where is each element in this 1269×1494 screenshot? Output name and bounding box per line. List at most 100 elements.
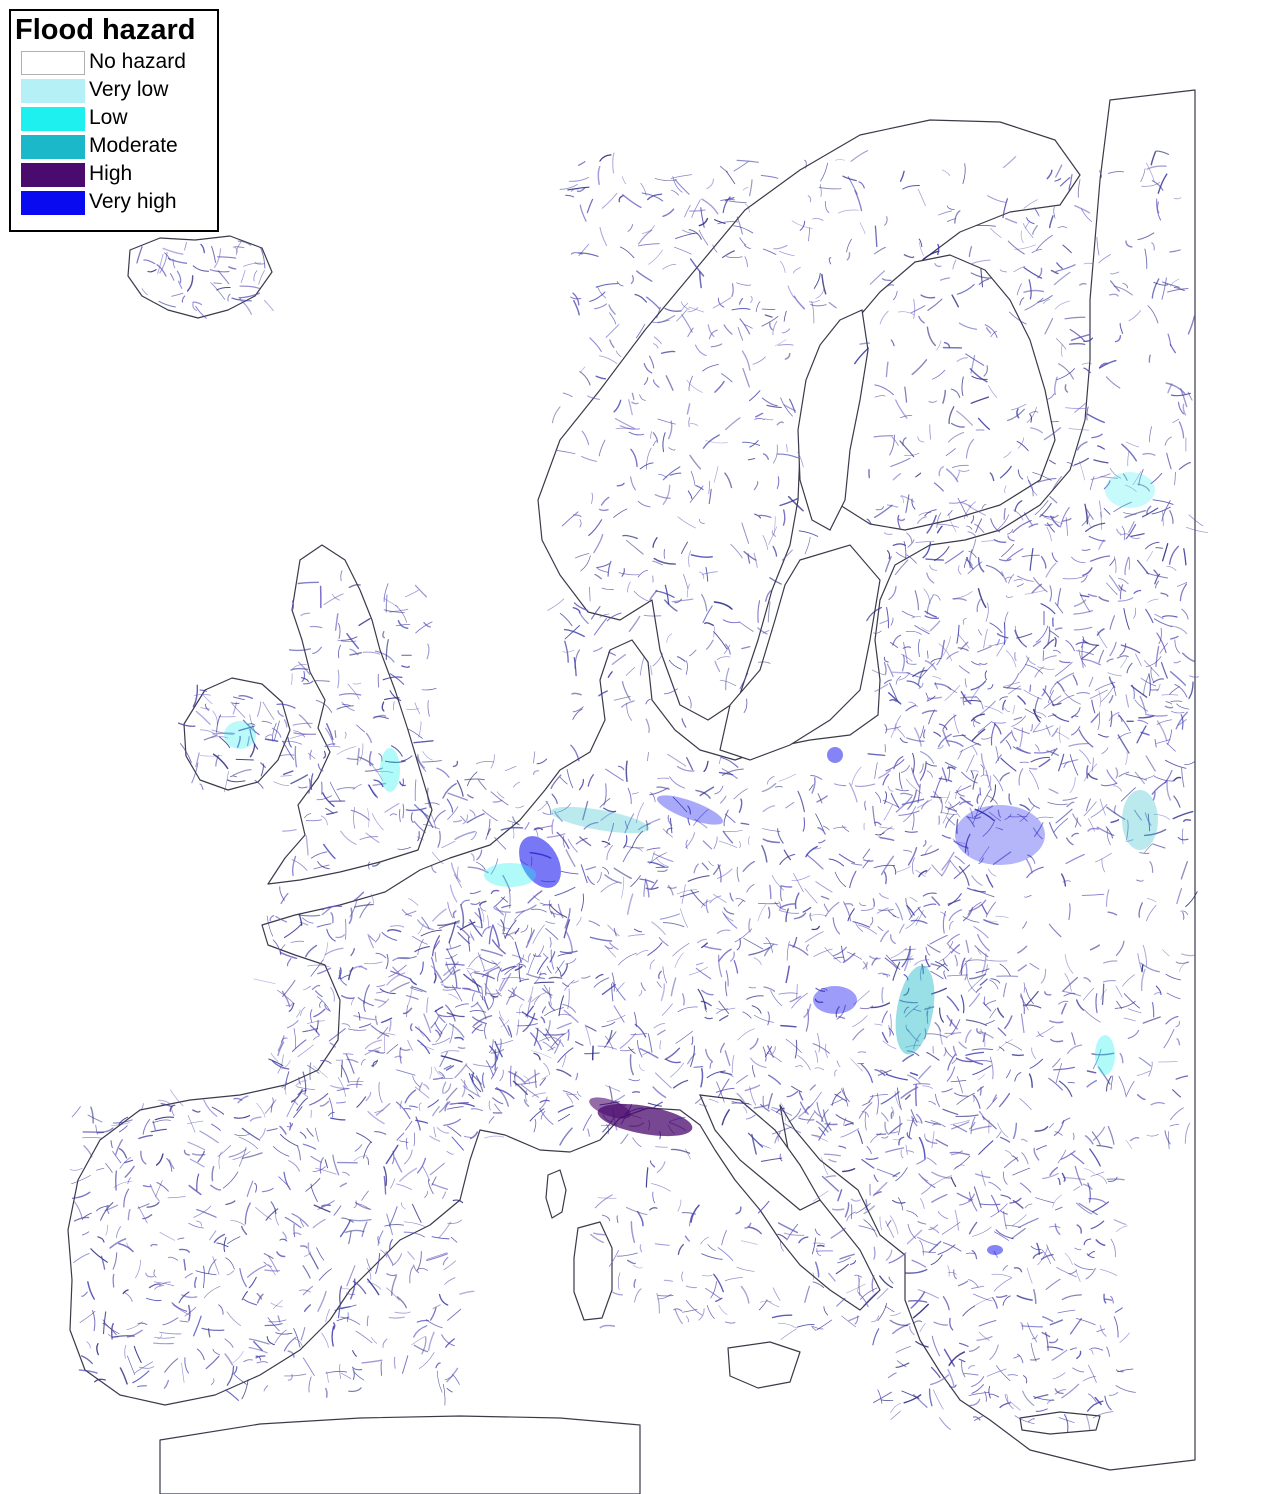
river-segment (1100, 989, 1107, 1000)
river-segment (694, 818, 708, 829)
river-segment (281, 1060, 291, 1070)
river-segment (501, 977, 525, 980)
river-segment (798, 1117, 815, 1121)
river-segment (212, 732, 236, 735)
river-segment (319, 1100, 330, 1107)
river-segment (506, 986, 518, 1005)
river-segment (873, 864, 896, 869)
river-segment (647, 1102, 663, 1107)
river-segment (1062, 244, 1072, 254)
river-segment (811, 1237, 817, 1255)
river-segment (968, 1193, 975, 1202)
river-segment (619, 1048, 634, 1052)
river-segment (533, 1118, 537, 1133)
river-segment (363, 1000, 366, 1012)
river-segment (931, 1171, 951, 1179)
river-segment (747, 553, 751, 564)
river-segment (731, 307, 751, 311)
river-segment (972, 1094, 975, 1102)
river-segment (1098, 500, 1103, 518)
river-segment (542, 812, 554, 815)
river-segment (884, 556, 892, 573)
river-segment (791, 992, 808, 1009)
river-segment (969, 807, 974, 818)
river-segment (430, 965, 444, 984)
river-segment (1137, 232, 1155, 241)
river-segment (772, 545, 778, 557)
river-segment (1069, 173, 1073, 185)
river-segment (886, 504, 899, 508)
river-segment (572, 607, 581, 614)
river-segment (926, 514, 937, 534)
river-segment (1022, 223, 1034, 239)
river-segment (686, 379, 703, 393)
river-segment (319, 1157, 324, 1174)
river-segment (929, 1226, 940, 1234)
river-segment (118, 1148, 128, 1159)
river-segment (931, 1131, 935, 1149)
river-segment (930, 657, 942, 663)
river-segment (205, 1355, 220, 1370)
river-segment (388, 964, 407, 978)
river-segment (630, 448, 638, 468)
river-segment (627, 934, 645, 937)
river-segment (976, 1335, 993, 1342)
river-segment (341, 1217, 354, 1223)
river-segment (988, 385, 998, 398)
river-segment (1059, 660, 1071, 664)
river-segment (785, 801, 795, 809)
river-segment (937, 210, 952, 216)
river-segment (532, 769, 540, 776)
river-segment (681, 302, 689, 310)
river-segment (112, 1273, 115, 1288)
river-segment (1005, 650, 1017, 668)
river-segment (1134, 809, 1142, 821)
river-segment (917, 1236, 939, 1246)
river-segment (398, 808, 401, 823)
river-segment (1139, 695, 1147, 714)
river-segment (816, 1101, 824, 1123)
river-segment (977, 556, 985, 573)
river-segment (217, 1145, 232, 1157)
river-segment (685, 1285, 697, 1289)
river-segment (1138, 468, 1144, 486)
river-segment (1100, 1268, 1118, 1276)
river-segment (1109, 615, 1115, 630)
river-segment (875, 791, 882, 803)
river-segment (850, 1058, 863, 1072)
river-segment (413, 803, 429, 817)
river-segment (233, 1115, 251, 1119)
river-segment (142, 1214, 153, 1220)
river-segment (351, 1366, 363, 1371)
river-segment (238, 725, 255, 732)
river-segment (1128, 556, 1130, 570)
river-segment (1125, 1080, 1135, 1098)
river-segment (430, 1016, 439, 1029)
river-segment (340, 974, 351, 980)
river-segment (238, 292, 260, 299)
river-segment (409, 987, 423, 992)
river-segment (171, 292, 184, 297)
river-segment (947, 1265, 950, 1277)
river-segment (852, 921, 871, 928)
river-segment (797, 790, 805, 813)
river-segment (911, 359, 928, 376)
river-segment (912, 669, 928, 678)
river-segment (1028, 767, 1038, 770)
river-segment (489, 1039, 494, 1054)
river-segment (81, 1291, 88, 1297)
river-segment (417, 1039, 431, 1055)
river-segment (984, 324, 998, 339)
river-segment (993, 539, 1007, 543)
river-segment (950, 388, 961, 399)
river-segment (1064, 954, 1074, 974)
river-segment (848, 782, 858, 803)
river-segment (266, 1336, 275, 1346)
river-segment (1004, 813, 1012, 820)
river-segment (352, 1350, 357, 1357)
river-segment (660, 350, 676, 354)
river-segment (674, 179, 690, 195)
river-segment (918, 238, 923, 248)
river-segment (713, 1273, 724, 1293)
river-segment (291, 1100, 299, 1106)
